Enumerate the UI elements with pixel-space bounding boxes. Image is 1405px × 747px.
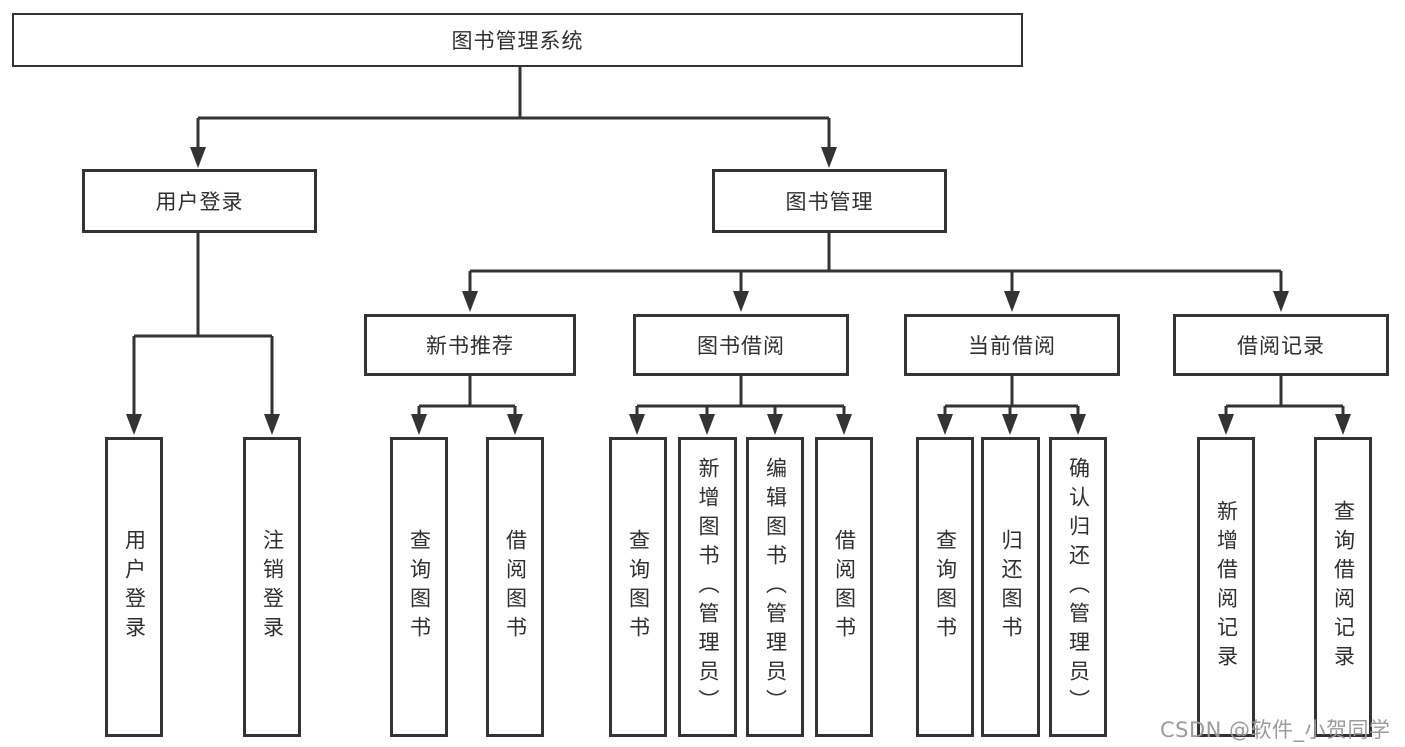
user-login-label: 用户登录 <box>155 190 244 214</box>
leaf-add-books-admin-box: 新增图书（管理员） <box>678 437 737 737</box>
current-borrow-label: 当前借阅 <box>968 334 1056 358</box>
leaf-confirm-return-admin-box: 确认归还（管理员） <box>1049 437 1107 737</box>
current-borrow-box: 当前借阅 <box>904 314 1120 376</box>
user-login-box: 用户登录 <box>82 169 317 233</box>
leaf-current-query-books-label: 查询图书 <box>933 529 958 645</box>
borrow-records-box: 借阅记录 <box>1173 314 1389 376</box>
leaf-query-borrow-record-box: 查询借阅记录 <box>1314 437 1372 737</box>
leaf-add-borrow-record-label: 新增借阅记录 <box>1214 500 1239 674</box>
leaf-borrow-books-label: 借阅图书 <box>832 529 857 645</box>
leaf-logout-label: 注销登录 <box>260 529 285 645</box>
leaf-borrow-books-box: 借阅图书 <box>815 437 873 737</box>
csdn-watermark: CSDN @软件_小贺同学 <box>1160 718 1391 742</box>
book-management-label: 图书管理 <box>785 190 874 214</box>
leaf-return-books-label: 归还图书 <box>999 529 1023 645</box>
leaf-recommend-borrow-books-label: 借阅图书 <box>503 529 528 645</box>
leaf-add-borrow-record-box: 新增借阅记录 <box>1197 437 1255 737</box>
leaf-borrow-query-books-label: 查询图书 <box>626 529 651 645</box>
leaf-borrow-query-books-box: 查询图书 <box>609 437 667 737</box>
leaf-edit-books-admin-label: 编辑图书（管理员） <box>763 456 788 718</box>
arrowheads <box>126 147 1351 435</box>
leaf-user-login-label: 用户登录 <box>122 529 147 645</box>
leaf-recommend-borrow-books-box: 借阅图书 <box>486 437 544 737</box>
book-management-box: 图书管理 <box>712 169 947 233</box>
leaf-current-query-books-box: 查询图书 <box>916 437 974 737</box>
book-borrow-box: 图书借阅 <box>633 314 849 376</box>
root-label: 图书管理系统 <box>451 29 584 53</box>
leaf-return-books-box: 归还图书 <box>981 437 1040 737</box>
leaf-user-login-box: 用户登录 <box>105 437 163 737</box>
leaf-add-books-admin-label: 新增图书（管理员） <box>696 456 720 718</box>
connector-lines <box>132 67 1345 417</box>
leaf-recommend-query-books-box: 查询图书 <box>390 437 448 737</box>
leaf-query-borrow-record-label: 查询借阅记录 <box>1331 500 1356 674</box>
leaf-recommend-query-books-label: 查询图书 <box>407 529 432 645</box>
leaf-confirm-return-admin-label: 确认归还（管理员） <box>1066 456 1091 718</box>
leaf-logout-box: 注销登录 <box>243 437 301 737</box>
leaf-edit-books-admin-box: 编辑图书（管理员） <box>746 437 804 737</box>
new-book-recommend-box: 新书推荐 <box>364 314 576 376</box>
new-book-recommend-label: 新书推荐 <box>426 334 514 358</box>
book-borrow-label: 图书借阅 <box>697 334 785 358</box>
borrow-records-label: 借阅记录 <box>1237 334 1325 358</box>
root-box-library-system: 图书管理系统 <box>12 13 1023 67</box>
